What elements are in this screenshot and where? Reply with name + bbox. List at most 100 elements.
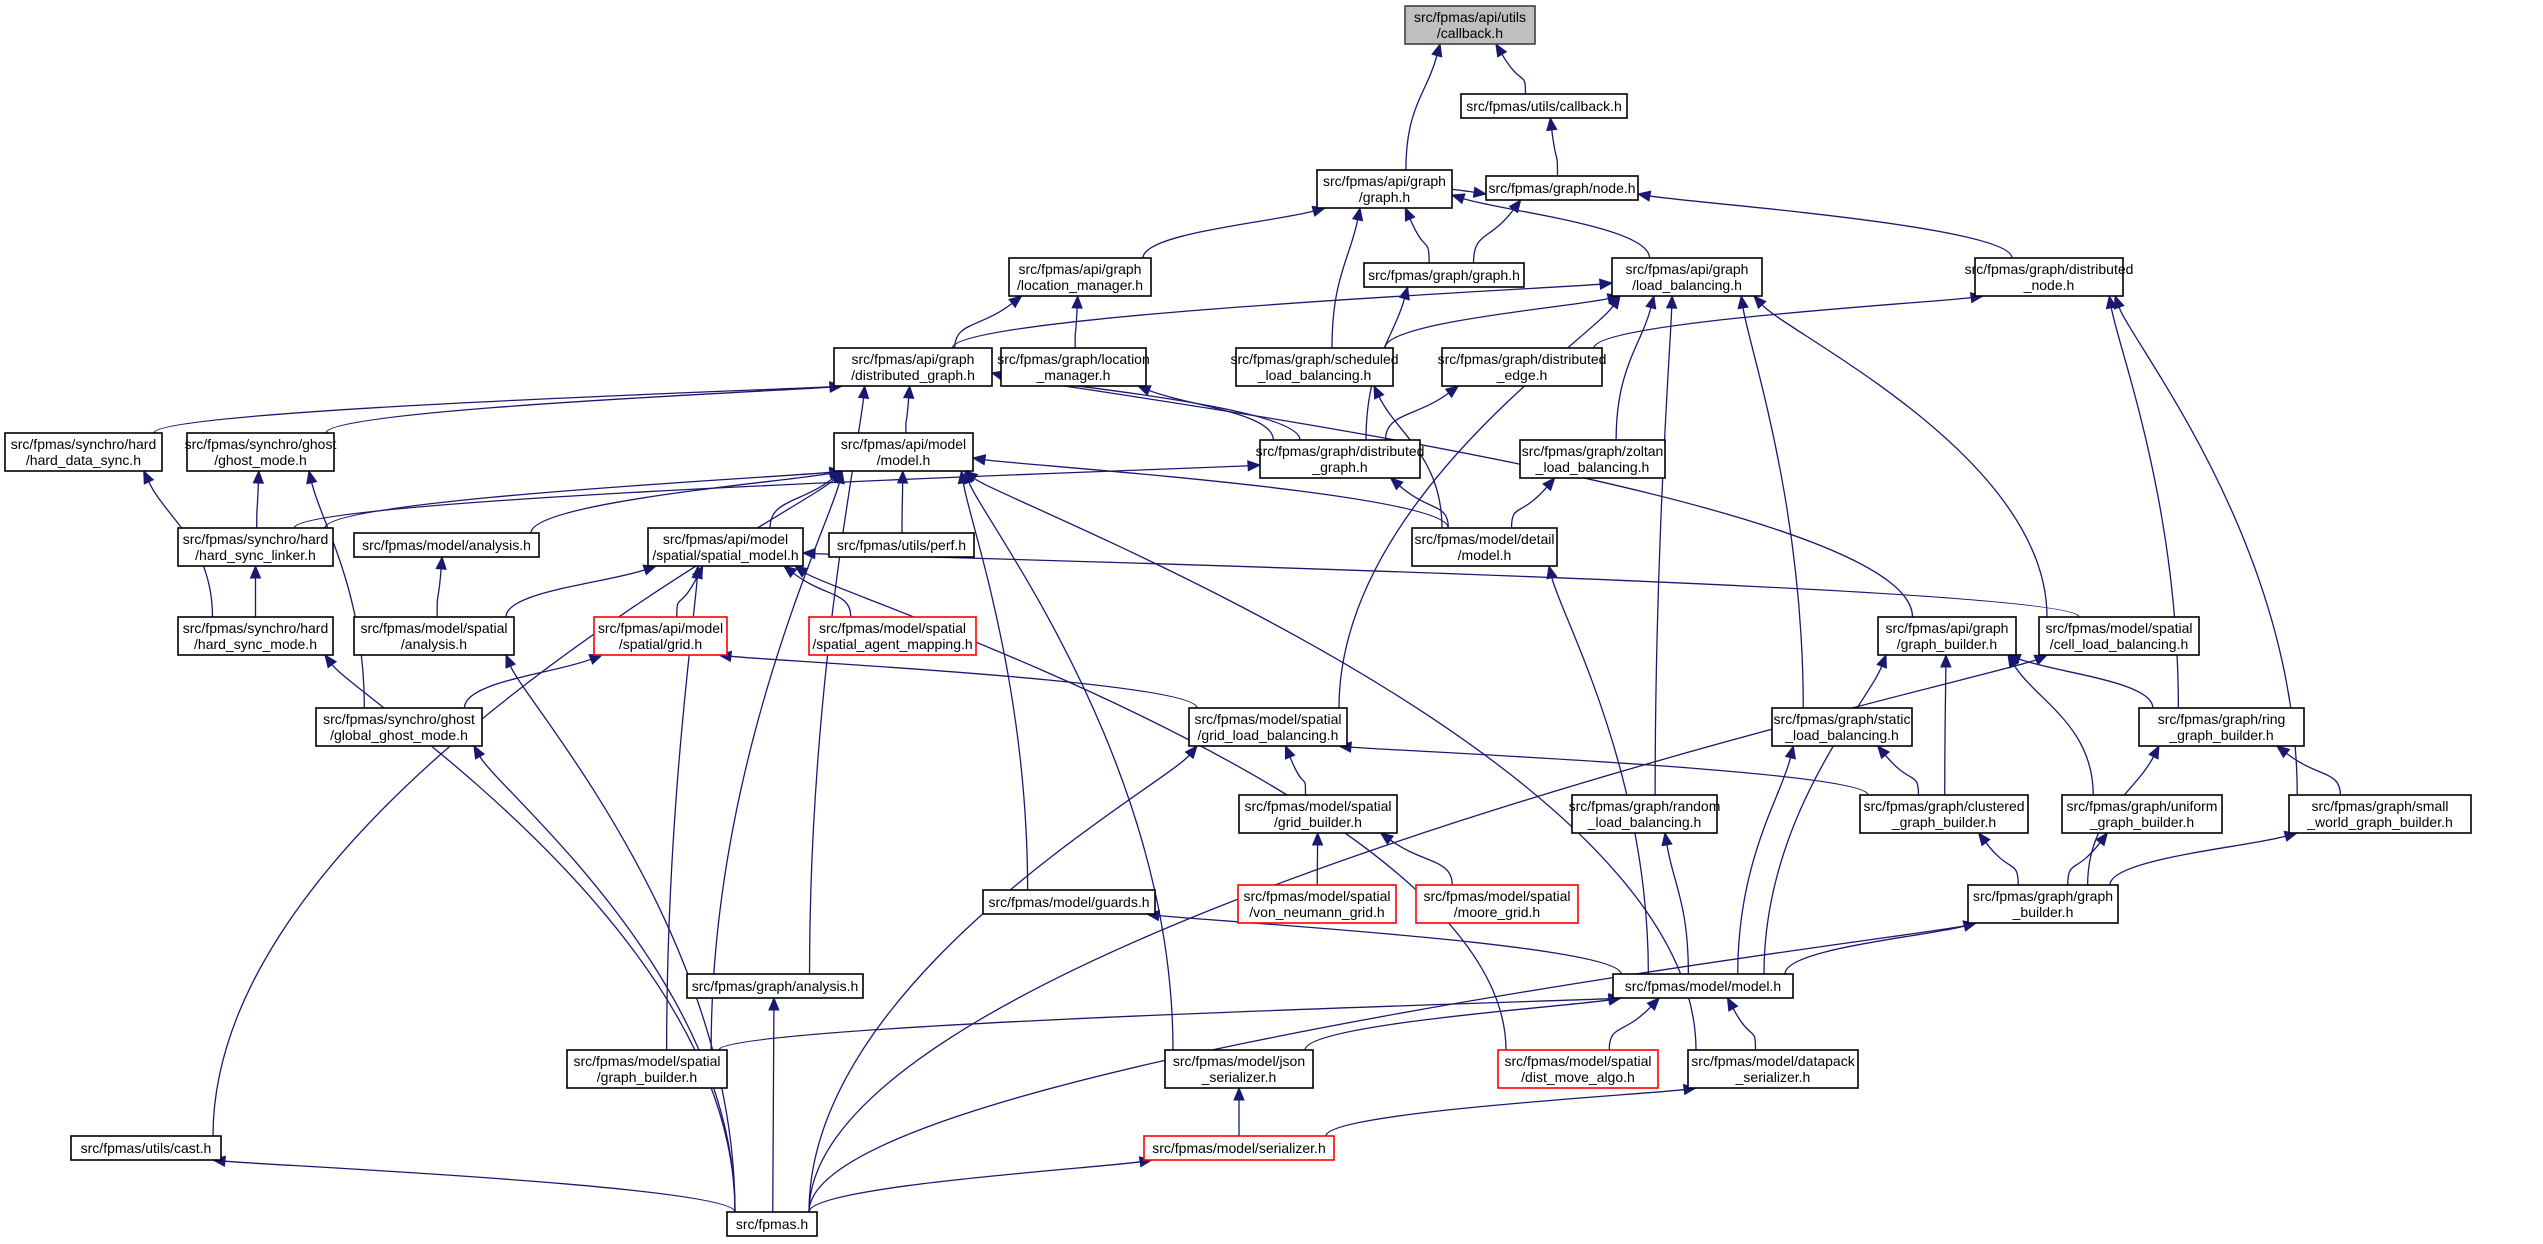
- node-gg[interactable]: src/fpmas/graph/graph.h: [1363, 262, 1525, 288]
- arrow-head-icon: [1379, 832, 1395, 845]
- node-asm[interactable]: src/fpmas/api/model/spatial/spatial_mode…: [647, 527, 804, 567]
- edge-dnode-to-node: [1636, 190, 2013, 259]
- node-label: src/fpmas/graph/graph.h: [1368, 267, 1520, 283]
- node-apigraph[interactable]: src/fpmas/api/graph/graph.h: [1316, 169, 1453, 209]
- node-root[interactable]: src/fpmas/api/utils/callback.h: [1404, 5, 1536, 45]
- arrow-head-icon: [1184, 745, 1198, 760]
- arrow-head-icon: [1472, 186, 1488, 198]
- node-rgb[interactable]: src/fpmas/graph/ring_graph_builder.h: [2138, 707, 2305, 747]
- arrow-head-icon: [1645, 294, 1657, 310]
- node-label: /location_manager.h: [1017, 277, 1143, 293]
- edge-cb-to-root: [1495, 42, 1527, 95]
- node-alm[interactable]: src/fpmas/api/graph/location_manager.h: [1008, 257, 1152, 297]
- node-cgb[interactable]: src/fpmas/graph/clustered_graph_builder.…: [1859, 794, 2029, 834]
- edge-swgb-to-rgb: [2275, 745, 2342, 796]
- node-ggm[interactable]: src/fpmas/synchro/ghost/global_ghost_mod…: [315, 707, 483, 747]
- edge-line: [324, 471, 831, 529]
- node-hsm[interactable]: src/fpmas/synchro/hard/hard_sync_mode.h: [177, 616, 334, 656]
- node-box: [1485, 175, 1639, 201]
- node-dps[interactable]: src/fpmas/model/datapack_serializer.h: [1687, 1049, 1859, 1089]
- edge-line: [530, 472, 831, 534]
- node-label: src/fpmas/model/model.h: [1625, 978, 1781, 994]
- node-label: src/fpmas/graph/clustered: [1863, 798, 2024, 814]
- node-sam[interactable]: src/fpmas/model/spatial/spatial_agent_ma…: [808, 616, 977, 656]
- edge-line: [1510, 486, 1548, 529]
- arrow-head-icon: [1247, 460, 1262, 472]
- node-label: /hard_sync_mode.h: [194, 636, 317, 652]
- arrow-head-icon: [1977, 831, 1991, 847]
- node-mdm[interactable]: src/fpmas/model/detail/model.h: [1411, 527, 1558, 567]
- node-clb[interactable]: src/fpmas/model/spatial/cell_load_balanc…: [2038, 616, 2200, 656]
- edge-fpmas-to-msa: [505, 653, 736, 1213]
- node-dma[interactable]: src/fpmas/model/spatial/dist_move_algo.h: [1497, 1049, 1659, 1089]
- node-node[interactable]: src/fpmas/graph/node.h: [1485, 175, 1639, 201]
- node-hsl[interactable]: src/fpmas/synchro/hard/hard_sync_linker.…: [177, 527, 334, 567]
- node-stlb[interactable]: src/fpmas/graph/static_load_balancing.h: [1771, 707, 1913, 747]
- node-adg[interactable]: src/fpmas/api/graph/distributed_graph.h: [833, 347, 993, 387]
- node-box: [186, 432, 335, 472]
- node-zlb[interactable]: src/fpmas/graph/zoltan_load_balancing.h: [1519, 439, 1666, 479]
- node-alb[interactable]: src/fpmas/api/graph/load_balancing.h: [1611, 257, 1763, 297]
- node-gbld[interactable]: src/fpmas/model/spatial/grid_builder.h: [1238, 794, 1398, 834]
- node-msgb[interactable]: src/fpmas/model/spatial/graph_builder.h: [566, 1049, 728, 1089]
- node-agb[interactable]: src/fpmas/api/graph/graph_builder.h: [1877, 616, 2017, 656]
- node-agrid[interactable]: src/fpmas/api/model/spatial/grid.h: [593, 616, 728, 656]
- node-ugb[interactable]: src/fpmas/graph/uniform_graph_builder.h: [2061, 794, 2223, 834]
- edge-msgb-to-asm: [665, 564, 703, 1051]
- edge-line: [1289, 756, 1307, 796]
- node-amodel[interactable]: src/fpmas/api/model/model.h: [833, 432, 974, 472]
- edge-line: [212, 479, 835, 1137]
- node-mg[interactable]: src/fpmas/model/spatial/moore_grid.h: [1415, 884, 1579, 924]
- node-ggb[interactable]: src/fpmas/graph/graph_builder.h: [1967, 884, 2119, 924]
- node-gan[interactable]: src/fpmas/graph/analysis.h: [686, 973, 864, 999]
- node-hds[interactable]: src/fpmas/synchro/hard/hard_data_sync.h: [4, 432, 163, 472]
- node-label: src/fpmas/api/graph: [852, 351, 975, 367]
- edge-fpmas-to-ggm: [473, 744, 736, 1213]
- edge-line: [962, 482, 1029, 891]
- edge-fpmas-to-gan: [768, 996, 780, 1213]
- node-ghm[interactable]: src/fpmas/synchro/ghost/ghost_mode.h: [185, 432, 337, 472]
- node-label: src/fpmas/graph/node.h: [1488, 180, 1635, 196]
- node-dedge[interactable]: src/fpmas/graph/distributed_edge.h: [1438, 347, 1607, 387]
- node-box: [833, 432, 974, 472]
- node-msa[interactable]: src/fpmas/model/spatial/analysis.h: [353, 616, 515, 656]
- edge-line: [1737, 757, 1792, 975]
- arrow-head-icon: [1608, 294, 1621, 310]
- node-json[interactable]: src/fpmas/model/json_serializer.h: [1164, 1049, 1314, 1089]
- node-cb[interactable]: src/fpmas/utils/callback.h: [1460, 93, 1628, 119]
- node-slb[interactable]: src/fpmas/graph/scheduled_load_balancing…: [1230, 347, 1399, 387]
- edge-line: [311, 482, 366, 709]
- node-glm[interactable]: src/fpmas/graph/location_manager.h: [997, 347, 1150, 387]
- edge-line: [974, 477, 1697, 1051]
- node-ser[interactable]: src/fpmas/model/serializer.h: [1143, 1135, 1335, 1161]
- node-glb[interactable]: src/fpmas/model/spatial/grid_load_balanc…: [1188, 707, 1348, 747]
- arrow-head-icon: [1351, 206, 1364, 222]
- edge-alm-to-apigraph: [1142, 205, 1327, 259]
- node-vng[interactable]: src/fpmas/model/spatial/von_neumann_grid…: [1237, 884, 1397, 924]
- edge-ser-to-json: [1233, 1086, 1245, 1137]
- node-man[interactable]: src/fpmas/model/analysis.h: [353, 532, 540, 558]
- node-cast[interactable]: src/fpmas/utils/cast.h: [70, 1135, 222, 1161]
- node-dgraph[interactable]: src/fpmas/graph/distributed_graph.h: [1256, 439, 1425, 479]
- arrow-head-icon: [1495, 42, 1508, 58]
- node-swgb[interactable]: src/fpmas/graph/small_world_graph_builde…: [2288, 794, 2472, 834]
- node-label: /von_neumann_grid.h: [1249, 904, 1384, 920]
- node-fpmas[interactable]: src/fpmas.h: [726, 1211, 818, 1237]
- node-perf[interactable]: src/fpmas/utils/perf.h: [828, 532, 975, 558]
- arrow-head-icon: [1311, 831, 1324, 846]
- edge-gbld-to-glb: [1284, 744, 1307, 796]
- node-dnode[interactable]: src/fpmas/graph/distributed_node.h: [1965, 257, 2134, 297]
- node-label: src/fpmas/model/spatial: [360, 620, 507, 636]
- node-guards[interactable]: src/fpmas/model/guards.h: [982, 889, 1156, 915]
- node-box: [1188, 707, 1348, 747]
- edge-mdm-to-dgraph: [1389, 477, 1450, 529]
- edge-line: [509, 665, 736, 1213]
- node-rlb[interactable]: src/fpmas/graph/random_load_balancing.h: [1569, 794, 1721, 834]
- node-label: src/fpmas/utils/callback.h: [1466, 98, 1622, 114]
- node-mmodel[interactable]: src/fpmas/model/model.h: [1612, 973, 1794, 999]
- arrow-head-icon: [1546, 564, 1558, 580]
- node-label: /global_ghost_mode.h: [330, 727, 468, 743]
- edge-glb-to-alb: [1338, 294, 1621, 709]
- arrow-head-icon: [1284, 744, 1296, 760]
- node-box: [1497, 1049, 1659, 1089]
